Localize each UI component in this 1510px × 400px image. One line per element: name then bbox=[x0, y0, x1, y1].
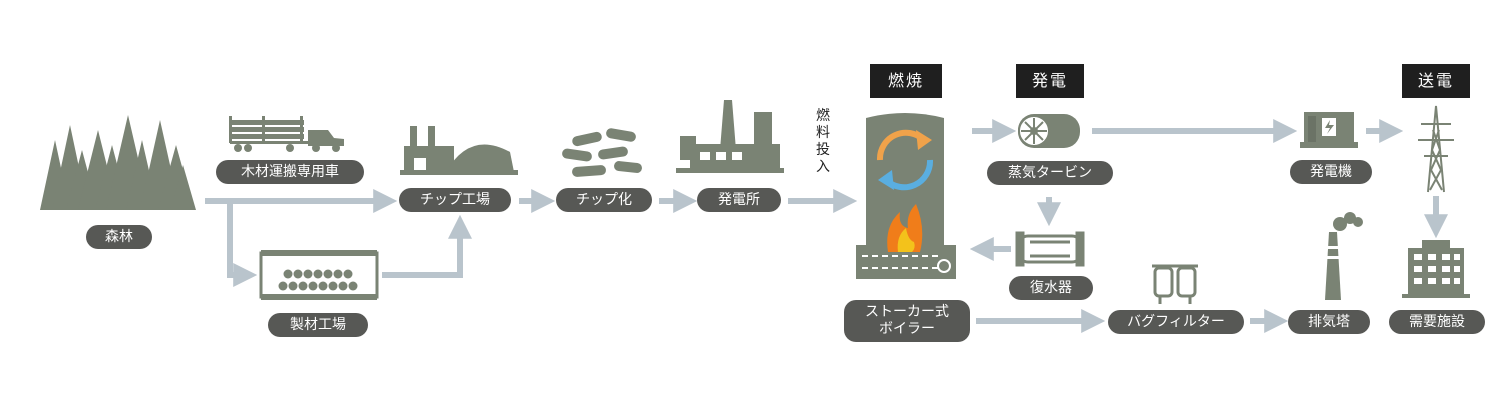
flow-arrows bbox=[205, 119, 1448, 333]
label-boiler: ストーカー式 ボイラー bbox=[844, 300, 970, 342]
stage-transmission: 送電 bbox=[1402, 64, 1470, 98]
building-icon bbox=[1402, 240, 1470, 298]
label-bag-filter: バグフィルター bbox=[1108, 310, 1244, 334]
label-generator: 発電機 bbox=[1290, 160, 1372, 184]
fuel-input-label: 燃 料 投 入 bbox=[816, 108, 830, 175]
power-plant-icon bbox=[676, 100, 784, 173]
stack-icon bbox=[1325, 212, 1363, 300]
label-power-plant: 発電所 bbox=[697, 188, 781, 212]
bag-filter-icon bbox=[1152, 264, 1198, 304]
boiler-icon bbox=[856, 113, 956, 279]
label-chipping: チップ化 bbox=[556, 188, 652, 212]
chip-factory-icon bbox=[400, 126, 518, 175]
label-sawmill: 製材工場 bbox=[268, 313, 368, 337]
stage-combustion: 燃焼 bbox=[870, 64, 942, 98]
forest-icon bbox=[40, 115, 196, 210]
pylon-icon bbox=[1418, 105, 1454, 193]
truck-icon bbox=[229, 116, 344, 152]
turbine-icon bbox=[1018, 114, 1080, 148]
stage-generation: 発電 bbox=[1016, 64, 1084, 98]
label-chip-factory: チップ工場 bbox=[399, 188, 511, 212]
label-forest: 森林 bbox=[86, 225, 152, 249]
label-condenser: 復水器 bbox=[1009, 276, 1093, 300]
label-truck: 木材運搬専用車 bbox=[216, 160, 364, 184]
arrow-forest-to-sawmill bbox=[227, 201, 258, 287]
label-demand: 需要施設 bbox=[1389, 310, 1485, 334]
arrow-sawmill-to-chipfactory bbox=[382, 214, 472, 278]
chips-icon bbox=[562, 128, 642, 177]
label-stack: 排気塔 bbox=[1288, 310, 1370, 334]
sawmill-icon bbox=[259, 250, 379, 300]
condenser-icon bbox=[1015, 231, 1085, 267]
generator-icon bbox=[1300, 112, 1358, 148]
label-steam-turbine: 蒸気タービン bbox=[987, 161, 1113, 185]
